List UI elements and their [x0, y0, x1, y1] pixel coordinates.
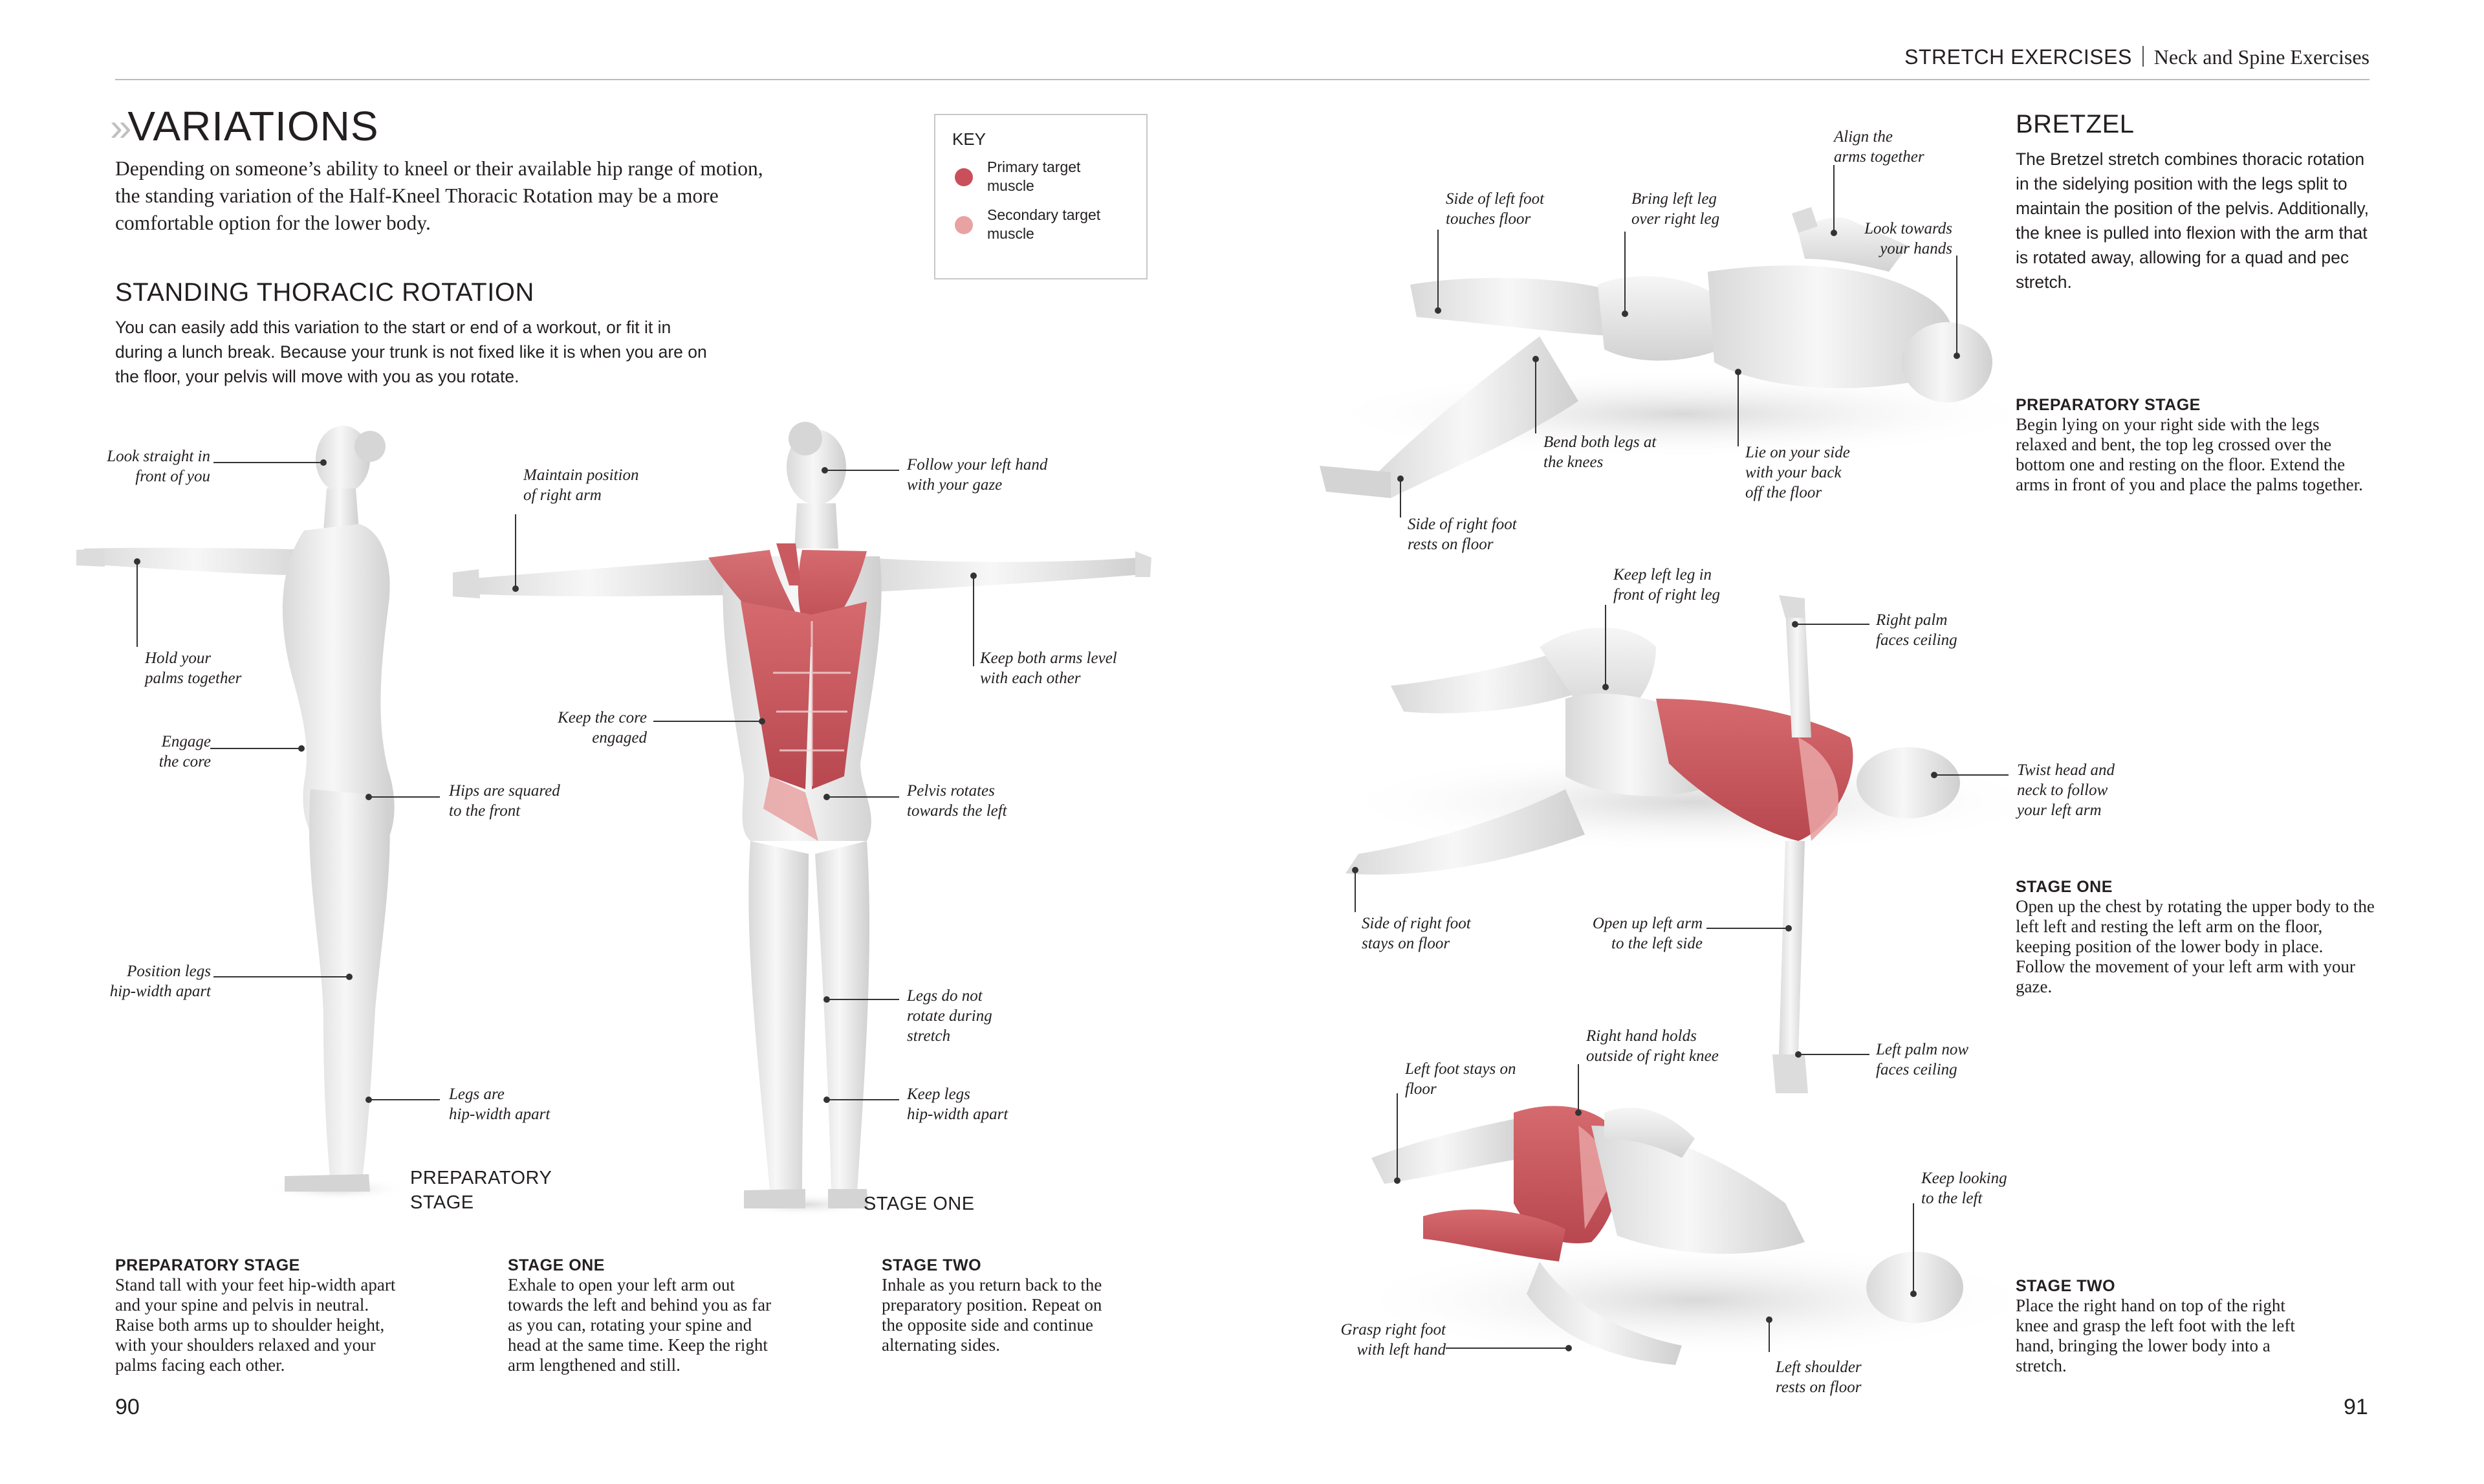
bretzel-prep-section: PREPARATORY STAGE Begin lying on your ri…	[2016, 396, 2363, 494]
header-section: STRETCH EXERCISES	[1904, 45, 2132, 69]
bretzel-stage-one-figure	[1333, 595, 2057, 1093]
header-divider	[2142, 46, 2144, 67]
secondary-muscle-swatch	[955, 216, 973, 234]
variations-intro: Depending on someone’s ability to kneel …	[115, 157, 763, 234]
bretzel-stage-two-section: STAGE TWO Place the right hand on top of…	[2016, 1277, 2295, 1375]
key-title: KEY	[952, 129, 986, 149]
header-rule	[115, 79, 2370, 80]
header-subsection: Neck and Spine Exercises	[2153, 45, 2370, 69]
prep-standing-figure	[76, 426, 408, 1201]
variations-title-text: VARIATIONS	[127, 103, 379, 149]
stage-one-standing-figure	[453, 422, 1151, 1216]
bretzel-stage-two-figure	[1346, 1106, 2044, 1365]
stage-one-label: STAGE ONE	[864, 1194, 975, 1214]
leader-lines	[134, 165, 2009, 1352]
bretzel-stage-one-section: STAGE ONE Open up the chest by rotating …	[2016, 878, 2375, 996]
standing-rotation-title: STANDING THORACIC ROTATION	[115, 278, 534, 307]
step-stage-two: STAGE TWO Inhale as you return back to t…	[882, 1256, 1102, 1355]
bretzel-prep-figure	[1320, 207, 2044, 498]
step-stage-one: STAGE ONE Exhale to open your left arm o…	[508, 1256, 772, 1375]
variations-title: »VARIATIONS	[110, 102, 379, 150]
bretzel-title: BRETZEL	[2016, 110, 2135, 138]
primary-muscle-swatch	[955, 168, 973, 186]
running-header: STRETCH EXERCISES Neck and Spine Exercise…	[1904, 45, 2370, 69]
step-preparatory: PREPARATORY STAGE Stand tall with your f…	[115, 1256, 396, 1375]
bretzel-intro: The Bretzel stretch combines thoracic ro…	[2016, 149, 2370, 292]
standing-rotation-lead: You can easily add this variation to the…	[115, 318, 707, 386]
page-number-right: 91	[2344, 1395, 2368, 1419]
page-number-left: 90	[115, 1395, 140, 1419]
